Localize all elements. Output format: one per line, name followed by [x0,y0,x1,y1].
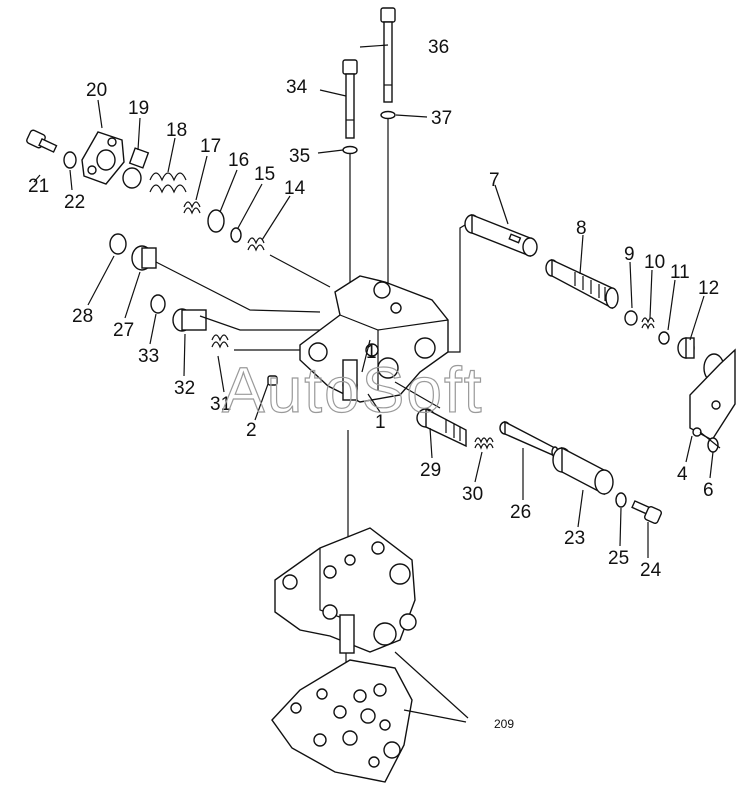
washer-37 [380,110,396,120]
watermark: AutoSoft [222,354,484,426]
bolt-36 [380,7,396,103]
label-9: 9 [624,244,635,265]
label-32: 32 [174,378,195,399]
label-18: 18 [166,120,187,141]
label-7: 7 [489,170,500,191]
piston-23 [552,446,614,496]
valve-body-upper [299,275,449,403]
ring-16 [207,209,225,233]
flange-cover-20 [81,131,125,185]
label-1-upper: 1 [366,342,377,363]
label-11: 11 [670,262,690,283]
spool-29 [416,407,467,448]
sleeve-27 [131,245,157,271]
plug-19 [122,147,150,189]
label-2: 2 [246,420,257,441]
label-10: 10 [644,252,665,273]
spring-17 [183,201,201,215]
ring-33 [150,294,166,314]
label-33: 33 [138,346,159,367]
spring-14 [247,237,265,252]
label-20: 20 [86,80,107,101]
label-21: 21 [28,176,49,197]
label-24: 24 [640,560,662,581]
label-36: 36 [428,37,449,58]
label-30: 30 [462,484,483,505]
label-27: 27 [113,320,134,341]
plug-11 [658,331,670,345]
label-25: 25 [608,548,629,569]
plug-2 [267,375,278,386]
valve-body-lower [274,527,417,654]
label-31: 31 [210,394,231,415]
label-8: 8 [576,218,587,239]
label-23: 23 [564,528,585,549]
label-35: 35 [289,146,310,167]
spring-30 [474,437,494,450]
spring-31 [211,334,229,349]
plug-12 [677,337,695,359]
bolt-21 [26,129,58,153]
bolt-24 [631,500,662,524]
label-28: 28 [72,306,93,327]
washer-22 [63,151,77,169]
label-29: 29 [420,460,441,481]
label-26: 26 [510,502,531,523]
label-34: 34 [286,77,308,98]
label-4: 4 [677,464,688,485]
label-209: 209 [494,717,514,731]
label-14: 14 [284,178,306,199]
label-12: 12 [698,278,719,299]
label-22: 22 [64,192,85,213]
spring-18 [149,172,187,194]
ring-28 [109,233,127,255]
bolt-34 [342,59,358,139]
label-37: 37 [431,108,452,129]
leader-lines [33,44,714,558]
spring-10 [641,317,655,330]
stem-26 [499,420,559,458]
label-1-lower: 1 [375,412,386,433]
base-plate-209 [271,659,413,783]
label-15: 15 [254,164,275,185]
label-19: 19 [128,98,149,119]
sleeve-32 [172,308,207,332]
part-labels: 21 22 20 19 18 17 16 15 14 34 36 35 37 7… [28,37,719,731]
label-6: 6 [703,480,714,501]
label-16: 16 [228,150,249,171]
spool-7 [464,213,538,258]
ring-15 [230,227,242,243]
spool-8 [545,258,619,310]
washer-35 [342,145,358,155]
washer-25 [615,492,627,508]
label-17: 17 [200,136,221,157]
ring-9 [624,310,638,326]
